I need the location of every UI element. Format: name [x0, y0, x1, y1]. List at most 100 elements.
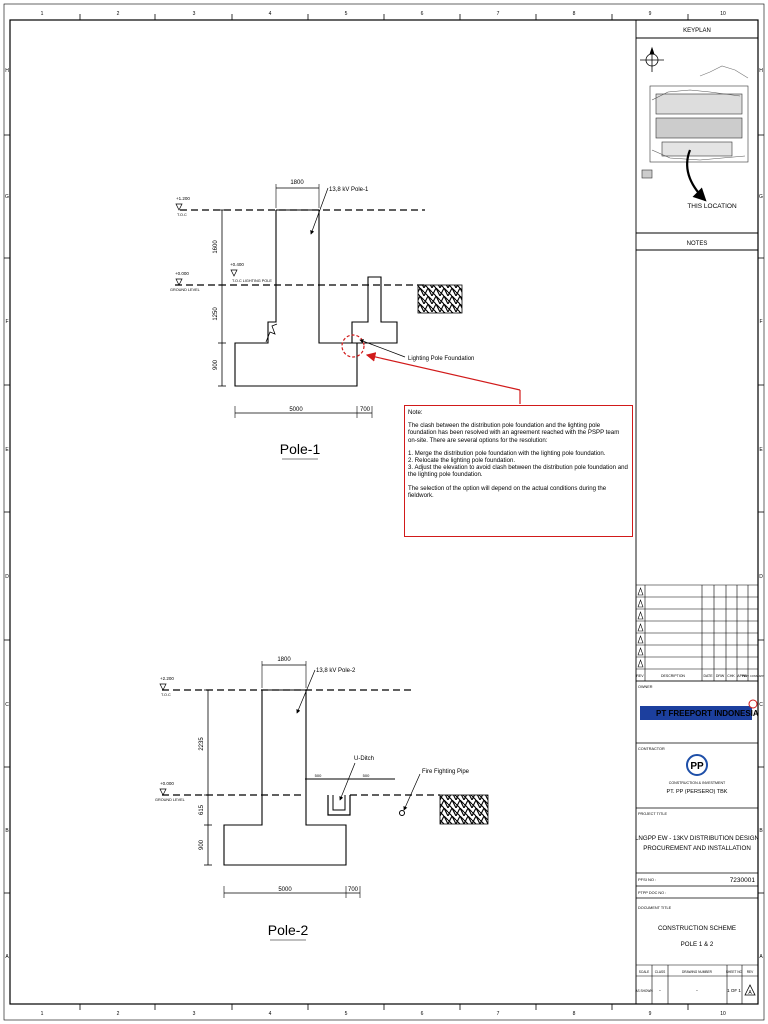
col-label-bottom-8: 8	[573, 1011, 576, 1017]
rev-header-pert: PERT. CONS. APP	[742, 674, 764, 678]
pp-logo-icon	[686, 754, 708, 776]
pole-1-dim-lower: 900	[213, 359, 219, 370]
pole-1-level-lighting-sub: T.O.C LIGHTING POLE	[232, 279, 272, 283]
note-option-3: 3. Adjust the elevation to avoid clash b…	[408, 464, 628, 479]
ptp-doc-label: PTPP DOC NO :	[638, 891, 666, 895]
lighting-pole-foundation-label: Lighting Pole Foundation	[408, 356, 474, 362]
row-label-left-g: G	[5, 194, 9, 200]
fire-fighting-pipe-label: Fire Fighting Pipe	[422, 769, 470, 775]
row-label-right-d: D	[759, 574, 763, 580]
footer-value-sheet: 1 OF 1	[727, 988, 741, 993]
pole-1-callout: 13,8 kV Pole-1	[329, 187, 369, 193]
pole-1-base-width-label: 5000	[289, 407, 303, 413]
row-label-left-e: E	[5, 447, 9, 453]
col-label-top-8: 8	[573, 11, 576, 17]
pole-1-top-level-marker	[175, 203, 183, 211]
right-panel	[635, 19, 759, 1005]
note-closing: The selection of the option will depend …	[408, 484, 607, 499]
pole-2-base-width-label: 5000	[278, 887, 292, 893]
rev-header-description: DESCRIPTION	[661, 674, 685, 678]
col-label-bottom-1: 1	[41, 1011, 44, 1017]
note-option-2: 2. Relocate the lighting pole foundation…	[408, 457, 516, 465]
footer-value-rev: A	[748, 990, 752, 996]
freeport-logo-icon	[640, 706, 652, 720]
rev-header-chk: CHK	[727, 674, 735, 678]
pole-1-ground-hatch	[417, 284, 463, 314]
project-label: PROJECT TITLE	[638, 812, 667, 816]
col-label-bottom-9: 9	[649, 1011, 652, 1017]
pole-1-top-width-label: 1800	[290, 180, 304, 186]
note-option-1: 1. Merge the distribution pole foundatio…	[408, 449, 606, 457]
pole-2-level-top-sub: T.O.C	[161, 693, 171, 697]
pole-2-dim-middle: 615	[199, 804, 205, 815]
location-pointer-icon	[686, 149, 707, 202]
col-label-top-3: 3	[193, 11, 196, 17]
pole-1-dim-upper: 1600	[213, 240, 219, 254]
pole-2-level-ground: +0.000	[160, 781, 174, 786]
lighting-pole-foundation	[351, 276, 398, 344]
row-label-left-a: A	[5, 954, 9, 960]
col-label-top-9: 9	[649, 11, 652, 17]
footer-header-class: CLASS	[655, 970, 665, 974]
revision-table-headers: REV DESCRIPTION DATE DRW CHK APPR PERT. …	[636, 674, 764, 678]
pole-1-level-ground-sub: GROUND LEVEL	[170, 288, 200, 292]
grid-row-labels: H G F E D C B A H G F E D C B A	[5, 68, 763, 960]
lighting-level-marker	[230, 269, 238, 277]
footer-value-class: -	[659, 988, 661, 994]
col-label-top-5: 5	[345, 11, 348, 17]
pole-1-level-top: +1.200	[176, 196, 190, 201]
row-label-right-a: A	[759, 954, 763, 960]
fire-fighting-pipe	[399, 810, 405, 816]
pole-2-ground-level-marker	[159, 788, 167, 796]
clash-marker-circle	[341, 334, 365, 358]
col-label-top-4: 4	[269, 11, 272, 17]
col-label-bottom-5: 5	[345, 1011, 348, 1017]
pole-1-level-ground: +0.000	[175, 271, 189, 276]
footer-header-sheet: SHEET NO	[726, 970, 743, 974]
footer-labels: SCALE CLASS DRAWING NUMBER SHEET NO REV …	[635, 970, 754, 994]
contractor-name: PT. PP (PERSERO) TBK	[667, 789, 728, 795]
rev-header-date: DATE	[703, 674, 713, 678]
pfi-number: 7230001	[730, 877, 756, 884]
contractor-block: CONTRACTOR PP CONSTRUCTION & INVESTMENT …	[636, 747, 758, 809]
row-label-right-b: B	[759, 828, 763, 834]
owner-name: PT FREEPORT INDONESIA	[656, 709, 759, 718]
pole-1-level-top-sub: T.O.C	[177, 213, 187, 217]
pole-2-drawing: 1800 13,8 kV Pole-2 2235 615 900 +2.200 …	[155, 657, 489, 941]
pole-1-title: Pole-1	[280, 441, 321, 457]
project-title-line-2: PROCUREMENT AND INSTALLATION	[643, 845, 751, 852]
row-label-left-c: C	[5, 702, 9, 708]
row-label-left-d: D	[5, 574, 9, 580]
col-label-bottom-3: 3	[193, 1011, 196, 1017]
row-label-right-e: E	[759, 447, 763, 453]
project-title-line-1: LNGPP EW - 13KV DISTRIBUTION DESIGN	[635, 835, 759, 842]
owner-label: OWNER	[638, 685, 653, 689]
clash-note-pointer	[365, 352, 521, 404]
pole-2-top-level-marker	[159, 683, 167, 691]
pole-2-dim-upper: 2235	[199, 737, 205, 751]
col-label-bottom-6: 6	[421, 1011, 424, 1017]
pole-1-level-lighting: +0.400	[230, 262, 244, 267]
col-label-top-1: 1	[41, 11, 44, 17]
north-arrow-icon	[640, 46, 664, 72]
rev-header-drw: DRW	[716, 674, 725, 678]
pole-2-dim-lower: 900	[199, 839, 205, 850]
pp-logo-mark: PP	[690, 761, 704, 772]
clash-resolution-note: Note: The clash between the distribution…	[404, 405, 633, 537]
col-label-top-7: 7	[497, 11, 500, 17]
notes-heading: NOTES	[687, 241, 708, 247]
pole-1-rebar-detail	[265, 323, 278, 343]
freeport-emblem-icon	[748, 699, 758, 709]
grid-column-labels: 1 2 3 4 5 6 7 8 9 10 1 2 3 4 5 6 7 8 9 1…	[41, 11, 726, 1017]
row-label-right-c: C	[759, 702, 763, 708]
footer-value-scale: AS SHOWN	[635, 989, 653, 993]
keyplan-map	[641, 65, 749, 179]
contractor-label: CONTRACTOR	[638, 747, 665, 751]
revision-triangle-icon: A	[744, 984, 756, 996]
col-label-bottom-4: 4	[269, 1011, 272, 1017]
contractor-tagline: CONSTRUCTION & INVESTMENT	[669, 781, 726, 785]
pfi-label: PFSI NO :	[638, 877, 656, 882]
note-intro: The clash between the distribution pole …	[408, 422, 620, 444]
ditch-dim-right: 500	[363, 773, 370, 778]
